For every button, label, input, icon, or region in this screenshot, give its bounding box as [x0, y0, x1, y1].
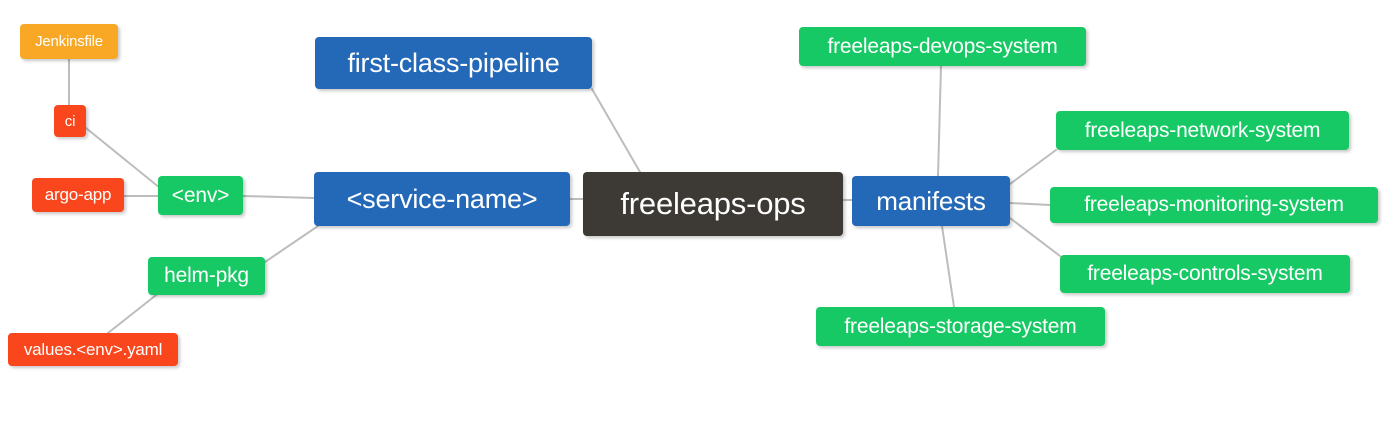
edge-service-name-to-helm-pkg: [264, 225, 319, 263]
node-service-name[interactable]: <service-name>: [314, 172, 570, 226]
edge-manifests-to-monitoring-system: [1009, 202, 1051, 206]
node-devops-system[interactable]: freeleaps-devops-system: [799, 27, 1086, 66]
edge-service-name-to-env: [242, 195, 315, 199]
edge-root-to-first-class-pipeline: [591, 88, 641, 173]
node-ci[interactable]: ci: [54, 105, 86, 137]
node-values-yaml[interactable]: values.<env>.yaml: [8, 333, 178, 366]
edge-manifests-to-storage-system: [941, 225, 955, 308]
node-env[interactable]: <env>: [158, 176, 243, 215]
edge-helm-pkg-to-values-yaml: [107, 291, 161, 334]
node-controls-system[interactable]: freeleaps-controls-system: [1060, 255, 1350, 293]
node-monitoring-system[interactable]: freeleaps-monitoring-system: [1050, 187, 1378, 223]
node-helm-pkg[interactable]: helm-pkg: [148, 257, 265, 295]
node-jenkinsfile[interactable]: Jenkinsfile: [20, 24, 118, 59]
node-first-class-pipeline[interactable]: first-class-pipeline: [315, 37, 592, 89]
node-manifests[interactable]: manifests: [852, 176, 1010, 226]
edge-manifests-to-controls-system: [1009, 217, 1061, 257]
node-network-system[interactable]: freeleaps-network-system: [1056, 111, 1349, 150]
node-storage-system[interactable]: freeleaps-storage-system: [816, 307, 1105, 346]
edge-manifests-to-network-system: [1009, 149, 1057, 185]
edge-manifests-to-devops-system: [937, 65, 942, 177]
node-argo-app[interactable]: argo-app: [32, 178, 124, 212]
node-root[interactable]: freeleaps-ops: [583, 172, 843, 236]
